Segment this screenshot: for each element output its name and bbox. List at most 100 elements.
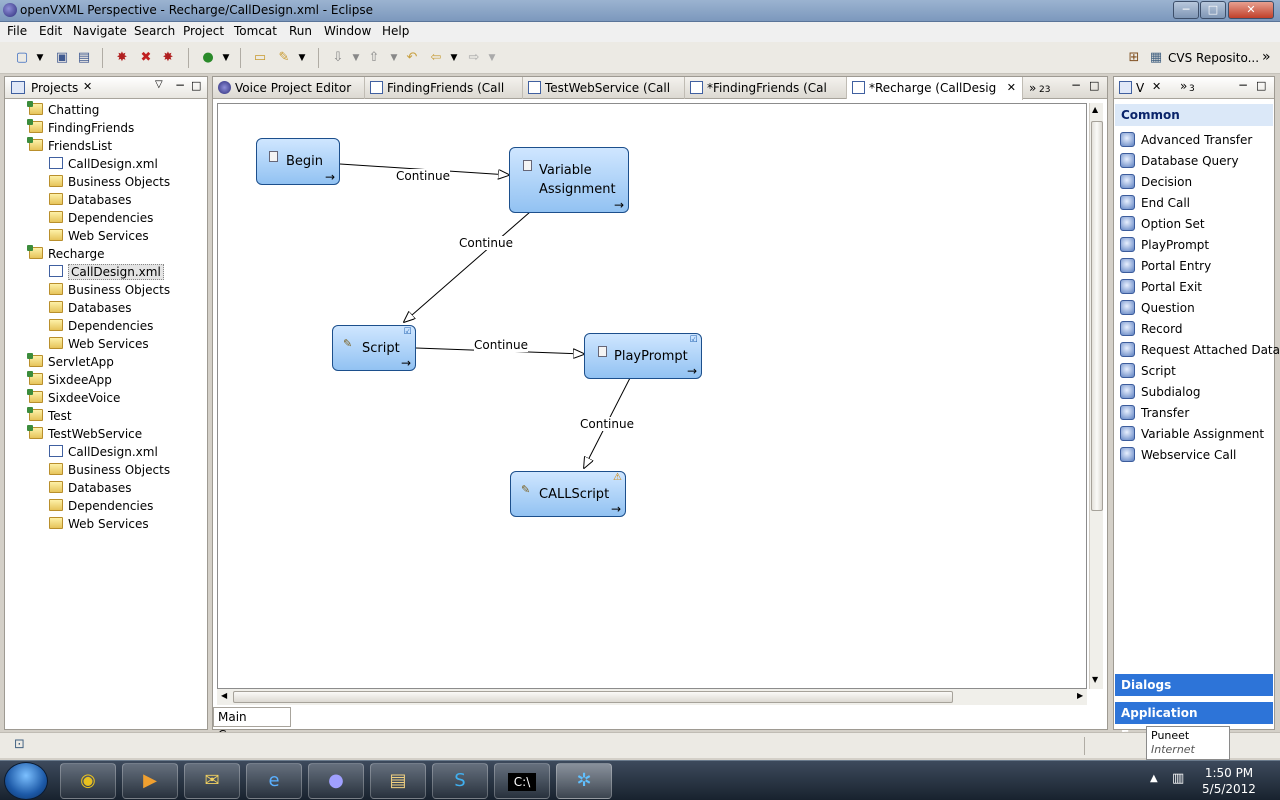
call-design-canvas[interactable]: Continue Continue Continue Continue Begi… <box>217 103 1087 689</box>
run-tool-icon[interactable]: ✸ <box>162 50 174 65</box>
menu-window[interactable]: Window <box>324 24 372 38</box>
tab-voice-project-editor[interactable]: Voice Project Editor <box>213 77 365 99</box>
internet-explorer-taskbar-icon[interactable]: e <box>246 763 302 799</box>
edge-variable-to-script[interactable] <box>404 211 531 322</box>
palette-item[interactable]: Option Set <box>1120 214 1205 234</box>
show-hidden-icons[interactable]: ▲ <box>1150 773 1158 784</box>
exit-arrow-icon[interactable]: → <box>686 364 697 378</box>
canvas-horizontal-scrollbar[interactable]: ◀ ▶ <box>217 689 1087 705</box>
back-icon[interactable]: ⇦ <box>430 50 442 65</box>
tree-project-item[interactable]: FindingFriends <box>27 119 134 137</box>
minimize-view-icon[interactable]: − <box>175 78 186 92</box>
view-menu-icon[interactable]: ▽ <box>155 79 163 90</box>
menu-navigate[interactable]: Navigate <box>73 24 127 38</box>
node-callscript[interactable]: ✎ CALLScript ⚠ → <box>510 471 626 517</box>
tree-folder-item[interactable]: Databases <box>49 191 132 209</box>
tree-project-item[interactable]: TestWebService <box>27 425 142 443</box>
menu-run[interactable]: Run <box>289 24 313 38</box>
palette-tab-label[interactable]: V <box>1136 81 1145 95</box>
last-edit-icon[interactable]: ↶ <box>406 50 418 65</box>
tab-findingfriends[interactable]: FindingFriends (Call <box>365 77 523 99</box>
tab-overflow-icon[interactable]: » <box>1180 79 1188 93</box>
palette-item[interactable]: Question <box>1120 298 1195 318</box>
tree-project-item[interactable]: SixdeeApp <box>27 371 112 389</box>
maximize-view-icon[interactable]: □ <box>1256 79 1267 92</box>
scroll-right-icon[interactable]: ▶ <box>1077 691 1084 700</box>
palette-item[interactable]: Database Query <box>1120 151 1239 171</box>
forward-icon[interactable]: ⇨ <box>468 50 480 65</box>
main-canvas-tab[interactable]: Main Canvas <box>213 707 291 742</box>
vertical-scroll-thumb[interactable] <box>1091 121 1103 511</box>
tree-folder-item[interactable]: Web Services <box>49 335 149 353</box>
canvas-vertical-scrollbar[interactable]: ▲ ▼ <box>1089 103 1103 689</box>
command-prompt-taskbar-icon[interactable]: C:\ <box>494 763 550 799</box>
palette-item[interactable]: Transfer <box>1120 403 1189 423</box>
tree-folder-item[interactable]: Business Objects <box>49 281 170 299</box>
palette-item[interactable]: Request Attached Data <box>1120 340 1280 360</box>
maximize-view-icon[interactable]: □ <box>191 79 202 92</box>
tree-folder-item[interactable]: Web Services <box>49 515 149 533</box>
open-folder-icon[interactable]: ▭ <box>253 50 267 65</box>
new-icon[interactable]: ▢ <box>15 50 29 65</box>
tree-folder-item[interactable]: Dependencies <box>49 209 153 227</box>
menu-help[interactable]: Help <box>382 24 410 38</box>
tree-folder-item[interactable]: Dependencies <box>49 317 153 335</box>
start-button[interactable] <box>4 762 48 800</box>
fast-view-icon[interactable]: ⊡ <box>14 737 25 752</box>
projects-tab-label[interactable]: Projects <box>31 81 79 95</box>
tree-file-item[interactable]: CallDesign.xml <box>49 443 158 461</box>
palette-section-fragments[interactable]: Application Fragments <box>1115 702 1273 742</box>
node-variable-assignment[interactable]: Variable Assignment → <box>509 147 629 213</box>
next-annotation-icon[interactable]: ⇩ <box>332 50 344 65</box>
close-icon[interactable]: ✕ <box>83 80 93 93</box>
node-begin[interactable]: Begin → <box>256 138 340 185</box>
scroll-left-icon[interactable]: ◀ <box>221 691 228 700</box>
minimize-view-icon[interactable]: − <box>1071 78 1082 92</box>
minimize-button[interactable]: ─ <box>1173 1 1199 19</box>
maximize-view-icon[interactable]: □ <box>1089 79 1100 92</box>
palette-section-dialogs[interactable]: Dialogs <box>1115 674 1273 696</box>
skype-taskbar-icon[interactable]: S <box>432 763 488 799</box>
next-dropdown-icon[interactable]: ▼ <box>352 53 360 63</box>
save-icon[interactable]: ▣ <box>55 50 69 65</box>
node-script[interactable]: ✎ Script ☑ → <box>332 325 416 371</box>
close-button[interactable]: ✕ <box>1228 1 1274 19</box>
cvs-perspective-label[interactable]: CVS Reposito... <box>1168 51 1260 65</box>
tree-project-item[interactable]: Test <box>27 407 72 425</box>
menu-project[interactable]: Project <box>183 24 225 38</box>
exit-arrow-icon[interactable]: → <box>610 502 621 516</box>
forward-dropdown-icon[interactable]: ▼ <box>488 53 496 63</box>
tab-findingfriends-dirty[interactable]: *FindingFriends (Cal <box>685 77 847 99</box>
media-player-taskbar-icon[interactable]: ▶ <box>122 763 178 799</box>
exit-arrow-icon[interactable]: → <box>613 198 624 212</box>
tab-testwebservice[interactable]: TestWebService (Call <box>523 77 685 99</box>
close-icon[interactable]: ✕ <box>1006 81 1016 94</box>
palette-item[interactable]: Decision <box>1120 172 1192 192</box>
maximize-button[interactable]: □ <box>1200 1 1226 19</box>
print-icon[interactable]: ▤ <box>77 50 91 65</box>
tree-project-item[interactable]: ServletApp <box>27 353 114 371</box>
system-clock[interactable]: 1:50 PM 5/5/2012 <box>1192 765 1266 797</box>
scroll-down-icon[interactable]: ▼ <box>1092 675 1099 684</box>
node-playprompt[interactable]: PlayPrompt ☑ → <box>584 333 702 379</box>
window-titlebar[interactable]: openVXML Perspective - Recharge/CallDesi… <box>0 0 1280 22</box>
exit-arrow-icon[interactable]: → <box>324 170 335 184</box>
tree-folder-item[interactable]: Databases <box>49 299 132 317</box>
palette-item[interactable]: Variable Assignment <box>1120 424 1264 444</box>
run-dropdown-icon[interactable]: ▼ <box>222 53 230 63</box>
prev-dropdown-icon[interactable]: ▼ <box>390 53 398 63</box>
close-icon[interactable]: ✕ <box>1152 80 1162 93</box>
tree-folder-item[interactable]: Business Objects <box>49 461 170 479</box>
new-dropdown-icon[interactable]: ▼ <box>36 53 44 63</box>
tree-file-item[interactable]: CallDesign.xml <box>49 155 158 173</box>
tab-overflow-icon[interactable]: » <box>1029 81 1037 95</box>
outlook-taskbar-icon[interactable]: ✉ <box>184 763 240 799</box>
tree-project-item[interactable]: Recharge <box>27 245 104 263</box>
palette-section-common[interactable]: Common <box>1115 104 1273 126</box>
horizontal-scroll-thumb[interactable] <box>233 691 953 703</box>
palette-item[interactable]: Script <box>1120 361 1176 381</box>
palette-item[interactable]: End Call <box>1120 193 1190 213</box>
run-icon[interactable]: ● <box>202 50 214 65</box>
tree-project-item[interactable]: Chatting <box>27 101 99 119</box>
open-perspective-icon[interactable]: ⊞ <box>1128 50 1140 65</box>
